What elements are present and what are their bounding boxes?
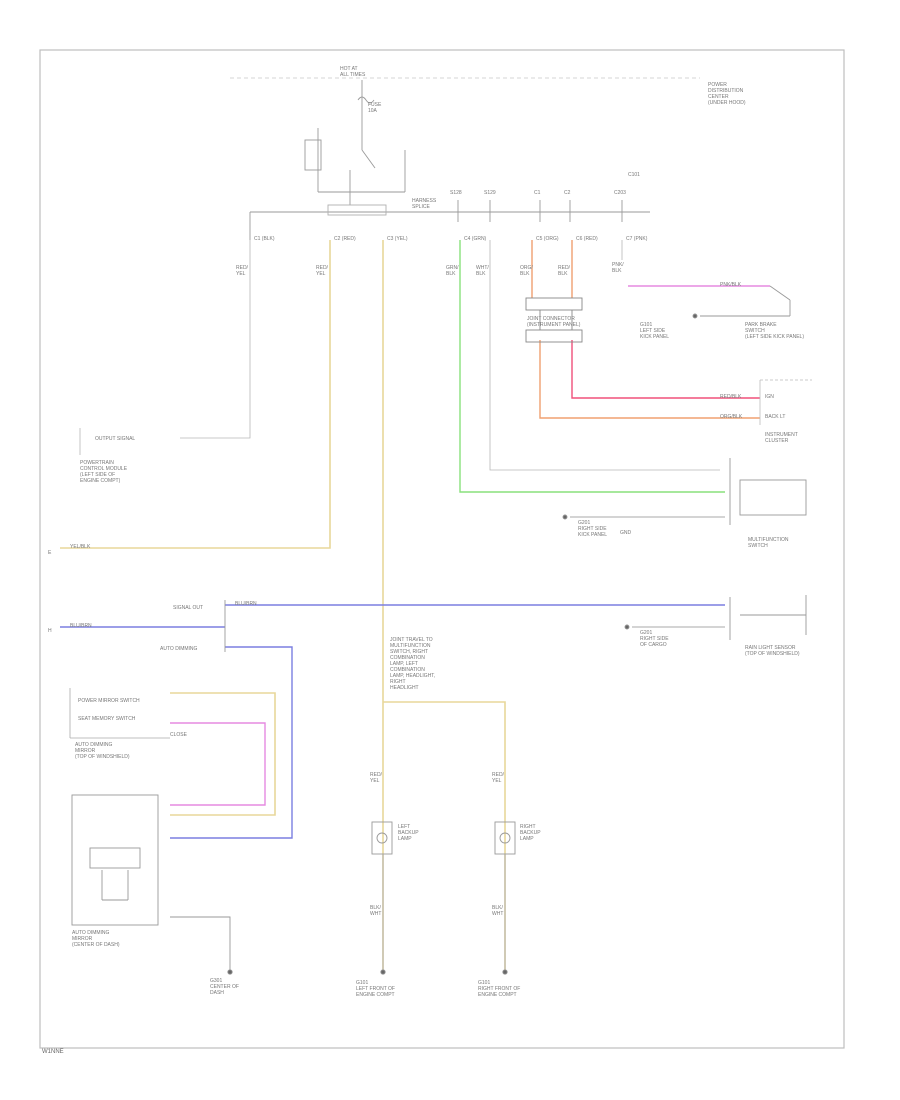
- multifunction-switch-label: MULTIFUNCTION SWITCH: [748, 537, 789, 549]
- orange-red-wires: [531, 240, 760, 419]
- left-module-pin-label: OUTPUT SIGNAL: [95, 436, 136, 442]
- mirror-pin-label-3: CLOSE: [170, 732, 187, 738]
- left-lamp-ground-wire-label: BLK/ WHT: [370, 905, 382, 917]
- diagram-frame: [39, 49, 845, 1049]
- splice-label-4: C2: [564, 190, 571, 196]
- right-lamp-ground-label: G101 RIGHT FRONT OF ENGINE COMPT: [478, 980, 521, 998]
- wire-top-label-3: C3 (YEL): [387, 236, 408, 242]
- backup-lamps: [371, 821, 516, 975]
- multifunction-switch-body: [562, 458, 807, 525]
- main-device-label: AUTO DIMMING MIRROR (CENTER OF DASH): [72, 930, 120, 948]
- wire-label-g: PNK/ BLK: [612, 262, 624, 274]
- red-wire-label: RED/BLK: [720, 394, 742, 400]
- mirror-pin-label-1: POWER MIRROR SWITCH: [78, 698, 140, 704]
- splice-label-1: S128: [450, 190, 462, 196]
- park-brake-switch: [692, 285, 791, 319]
- instrument-cluster-label: INSTRUMENT CLUSTER: [765, 432, 798, 444]
- wire-top-label-1: C1 (BLK): [254, 236, 275, 242]
- ignition-label: IGN: [765, 394, 774, 400]
- relay-box-label: POWER DISTRIBUTION CENTER (UNDER HOOD): [708, 82, 746, 106]
- rain-sensor-body: [624, 595, 807, 640]
- right-lamp-ground-wire-label: BLK/ WHT: [492, 905, 504, 917]
- green-wire: [459, 240, 725, 493]
- splice-label-5: C203: [614, 190, 626, 196]
- left-mirror-module-body: [69, 688, 170, 739]
- splice-label-3: C1: [534, 190, 541, 196]
- wire-label-c: GRN/ BLK: [446, 265, 459, 277]
- signal-out-label: SIGNAL OUT: [173, 605, 204, 611]
- blue-wires: [60, 604, 725, 839]
- splice-label-2: S129: [484, 190, 496, 196]
- figure-id: W1NNE: [42, 1049, 64, 1055]
- left-lamp-ground-label: G101 LEFT FRONT OF ENGINE COMPT: [356, 980, 395, 998]
- wire-label-e: ORG/ BLK: [520, 265, 533, 277]
- joint-connector-body: [525, 297, 583, 343]
- main-device-body: [71, 794, 233, 975]
- right-lamp-feed-wire-label: RED/ YEL: [492, 772, 504, 784]
- left-lamp-feed-wire-label: RED/ YEL: [370, 772, 382, 784]
- left-module-label: POWERTRAIN CONTROL MODULE (LEFT SIDE OF …: [80, 460, 128, 484]
- connector-bus: [249, 200, 650, 240]
- harness-splice-label: HARNESS SPLICE: [412, 198, 437, 210]
- back-light-label: BACK LT: [765, 414, 786, 420]
- orange-wire-label: ORG/BLK: [720, 414, 743, 420]
- wire-top-label-4: C4 (GRN): [464, 236, 487, 242]
- pin-e-label: E: [48, 550, 52, 556]
- right-backup-lamp-label: RIGHT BACKUP LAMP: [520, 824, 541, 842]
- blue-wire-label-right: BLU/BRN: [235, 601, 257, 607]
- gray-wires: [79, 240, 720, 471]
- instrument-cluster-box: [759, 379, 812, 425]
- junction-note: JOINT TRAVEL TO MULTIFUNCTION SWITCH, RI…: [390, 637, 436, 691]
- auto-dimming-label: AUTO DIMMING: [160, 646, 198, 652]
- wire-top-label-7: C7 (PNK): [626, 236, 648, 242]
- pin-h-label: H: [48, 628, 52, 634]
- left-mirror-module-label: AUTO DIMMING MIRROR (TOP OF WINDSHIELD): [75, 742, 130, 760]
- blue-wire-label: BLU/BRN: [70, 623, 92, 629]
- power-top-label: HOT AT ALL TIMES: [340, 66, 366, 78]
- park-brake-switch-label: PARK BRAKE SWITCH (LEFT SIDE KICK PANEL): [745, 322, 804, 340]
- joint-connector-label: JOINT CONNECTOR (INSTRUMENT PANEL): [527, 316, 581, 328]
- wire-top-label-5: C5 (ORG): [536, 236, 559, 242]
- wire-label-b: RED/ YEL: [316, 265, 328, 277]
- mirror-pin-label-2: SEAT MEMORY SWITCH: [78, 716, 136, 722]
- wire-label-a: RED/ YEL: [236, 265, 248, 277]
- pink-wires: [170, 285, 770, 806]
- ground-g201-mid-label: G201 RIGHT SIDE KICK PANEL: [578, 520, 608, 538]
- ground-gnd-label: GND: [620, 530, 632, 536]
- ground-g101-label: G101 LEFT SIDE KICK PANEL: [640, 322, 670, 340]
- yellow-wire-label: YEL/BLK: [70, 544, 91, 550]
- left-backup-lamp-label: LEFT BACKUP LAMP: [398, 824, 419, 842]
- wire-label-d: WHT/ BLK: [476, 265, 489, 277]
- fuse-label: FUSE 10A: [368, 102, 382, 114]
- ground-g301-label: G301 CENTER OF DASH: [210, 978, 239, 996]
- wire-label-f: RED/ BLK: [558, 265, 570, 277]
- connector-top-label: C101: [628, 172, 640, 178]
- wire-top-label-6: C6 (RED): [576, 236, 598, 242]
- wire-top-label-2: C2 (RED): [334, 236, 356, 242]
- ground-g201-low-label: G201 RIGHT SIDE OF CARGO: [640, 630, 669, 648]
- pink-wire-label: PNK/BLK: [720, 282, 742, 288]
- fuse-relay-assembly: [304, 80, 406, 205]
- rain-sensor-label: RAIN LIGHT SENSOR (TOP OF WINDSHIELD): [745, 645, 800, 657]
